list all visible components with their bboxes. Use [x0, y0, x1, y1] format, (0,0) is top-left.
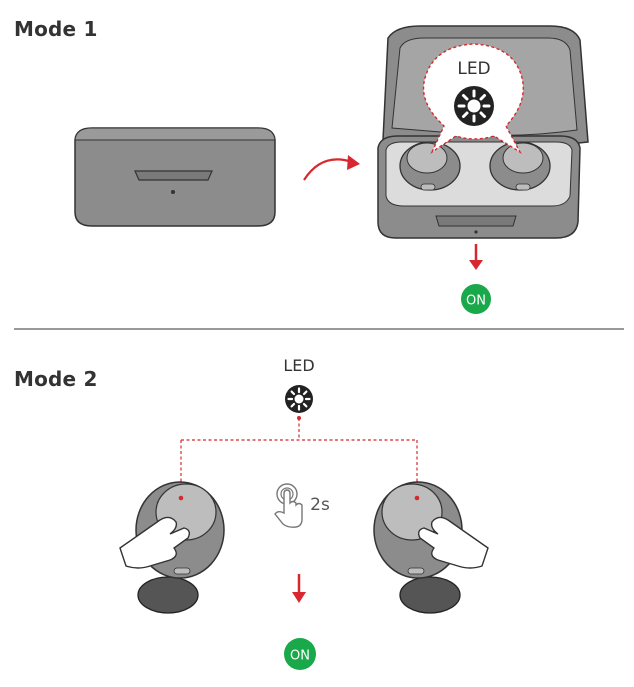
mode-1-led-label: LED — [457, 59, 490, 79]
mode-2-down-arrow — [292, 574, 306, 603]
led-light-icon — [454, 86, 494, 126]
mode-2-on-badge — [284, 638, 316, 670]
mode-2-title: Mode 2 — [14, 367, 98, 391]
hold-duration-label: 2s — [310, 495, 330, 515]
mode-2-led-label: LED — [283, 356, 314, 375]
mode-1-on-label: ON — [466, 294, 486, 309]
right-finger-hand-icon — [417, 516, 489, 569]
open-case-arrow — [303, 158, 353, 181]
led-light-icon — [285, 385, 313, 413]
press-hold-icon — [274, 483, 303, 528]
left-finger-hand-icon — [119, 516, 191, 569]
mode-1-on-badge — [461, 284, 491, 314]
led-connector-lines — [180, 418, 418, 498]
closed-case — [74, 127, 276, 227]
mode-2-on-label: ON — [290, 649, 310, 664]
mode-1-title: Mode 1 — [14, 17, 98, 41]
mode-1-down-arrow — [469, 244, 483, 270]
